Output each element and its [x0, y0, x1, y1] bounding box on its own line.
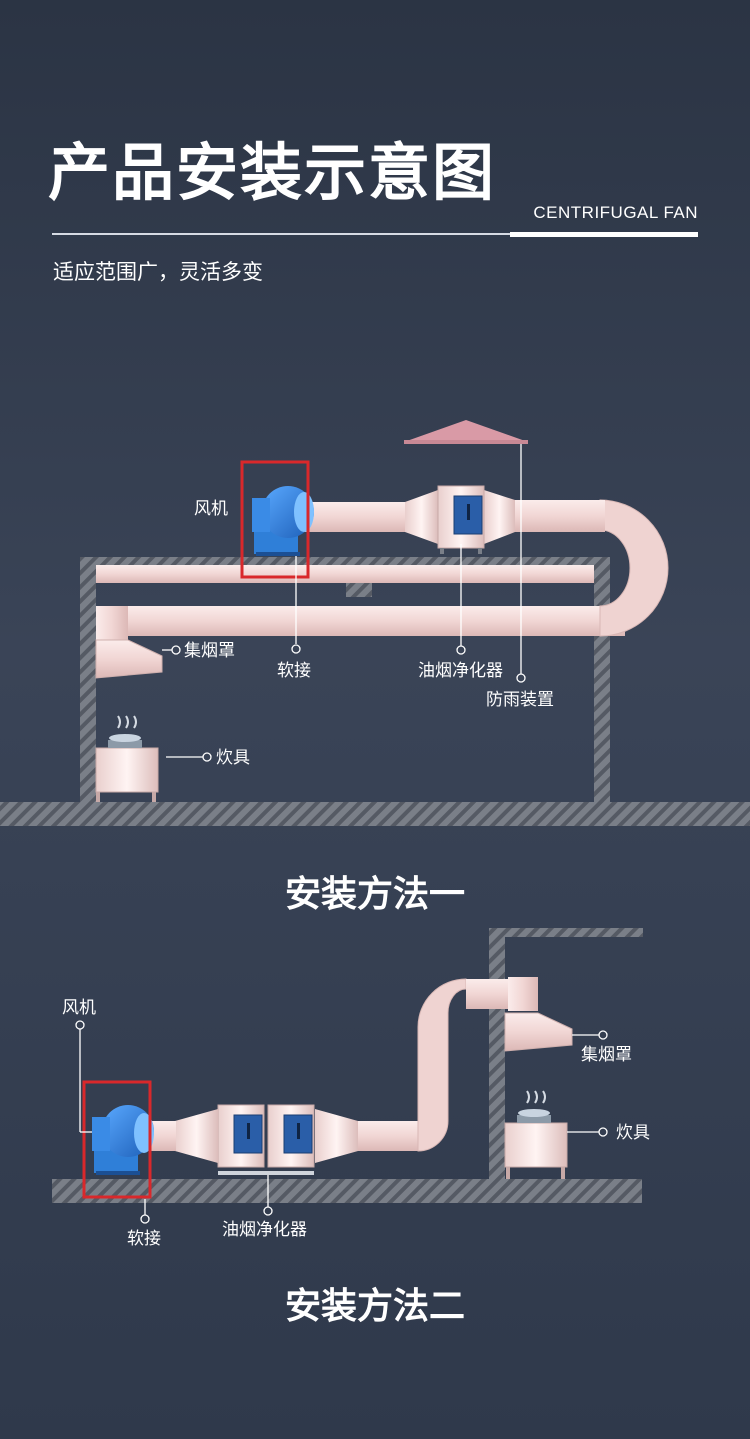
rain-cap — [404, 420, 528, 442]
ceiling-duct — [96, 565, 594, 583]
horizontal-duct — [358, 1121, 418, 1151]
label-soft-joint: 软接 — [277, 661, 311, 681]
top-beam — [489, 928, 643, 937]
oil-fume-purifier-a — [217, 1104, 265, 1168]
diagram-method-two: 风机 集烟罩 炊具 软接 油烟净化器 安装方法二 — [52, 928, 650, 1327]
label-rain-cap: 防雨装置 — [486, 690, 554, 710]
purifier-outlet-two — [315, 1109, 358, 1163]
label-stove: 炊具 — [216, 748, 250, 768]
page-title: 产品安装示意图 — [48, 136, 497, 209]
centrifugal-fan-two — [92, 1105, 154, 1175]
label-stove-two: 炊具 — [616, 1123, 650, 1143]
fan-highlight-box-two — [82, 1080, 152, 1199]
method-two-heading: 安装方法二 — [285, 1286, 465, 1327]
label-purifier-two: 油烟净化器 — [222, 1220, 307, 1240]
cooking-stove-two — [504, 1090, 568, 1179]
diagram-method-one: 风机 集烟罩 软接 油烟净化器 防雨装置 炊具 安装方法一 — [0, 420, 750, 915]
wall-pass-duct — [466, 979, 508, 1009]
label-soft-joint-two: 软接 — [127, 1229, 161, 1249]
fan-highlight-box — [240, 460, 310, 579]
label-purifier: 油烟净化器 — [418, 661, 503, 681]
top-duct — [305, 502, 405, 532]
divider-line — [52, 233, 698, 235]
subtitle-english: CENTRIFUGAL FAN — [533, 203, 698, 222]
hood-drop-duct — [96, 606, 128, 640]
purifier-inlet — [405, 490, 438, 544]
label-hood: 集烟罩 — [184, 641, 235, 661]
left-wall — [80, 557, 96, 802]
label-fan-two: 风机 — [62, 998, 96, 1018]
top-duct-right — [515, 500, 605, 532]
partition-wall — [489, 930, 505, 1180]
vertical-elbow-duct — [417, 978, 467, 1152]
ground-two — [52, 1179, 642, 1203]
divider-accent — [510, 232, 698, 237]
ceiling — [80, 557, 610, 567]
ground — [0, 802, 750, 826]
method-one-heading: 安装方法一 — [285, 874, 465, 915]
fan-duct-two — [150, 1121, 176, 1151]
purifier-inlet-two — [175, 1109, 218, 1163]
cooking-stove — [95, 715, 159, 802]
label-hood-two: 集烟罩 — [581, 1045, 632, 1065]
right-wall — [594, 557, 610, 802]
centrifugal-fan — [252, 486, 314, 556]
oil-fume-purifier-b — [267, 1104, 315, 1168]
purifier-outlet — [484, 490, 515, 544]
smoke-hood-two — [504, 1012, 573, 1052]
tagline: 适应范围广，灵活多变 — [53, 260, 263, 284]
hood-riser — [508, 977, 538, 1011]
label-fan: 风机 — [194, 499, 228, 519]
duct-elbow — [599, 499, 669, 637]
lower-duct — [125, 606, 625, 636]
smoke-hood — [95, 639, 163, 679]
